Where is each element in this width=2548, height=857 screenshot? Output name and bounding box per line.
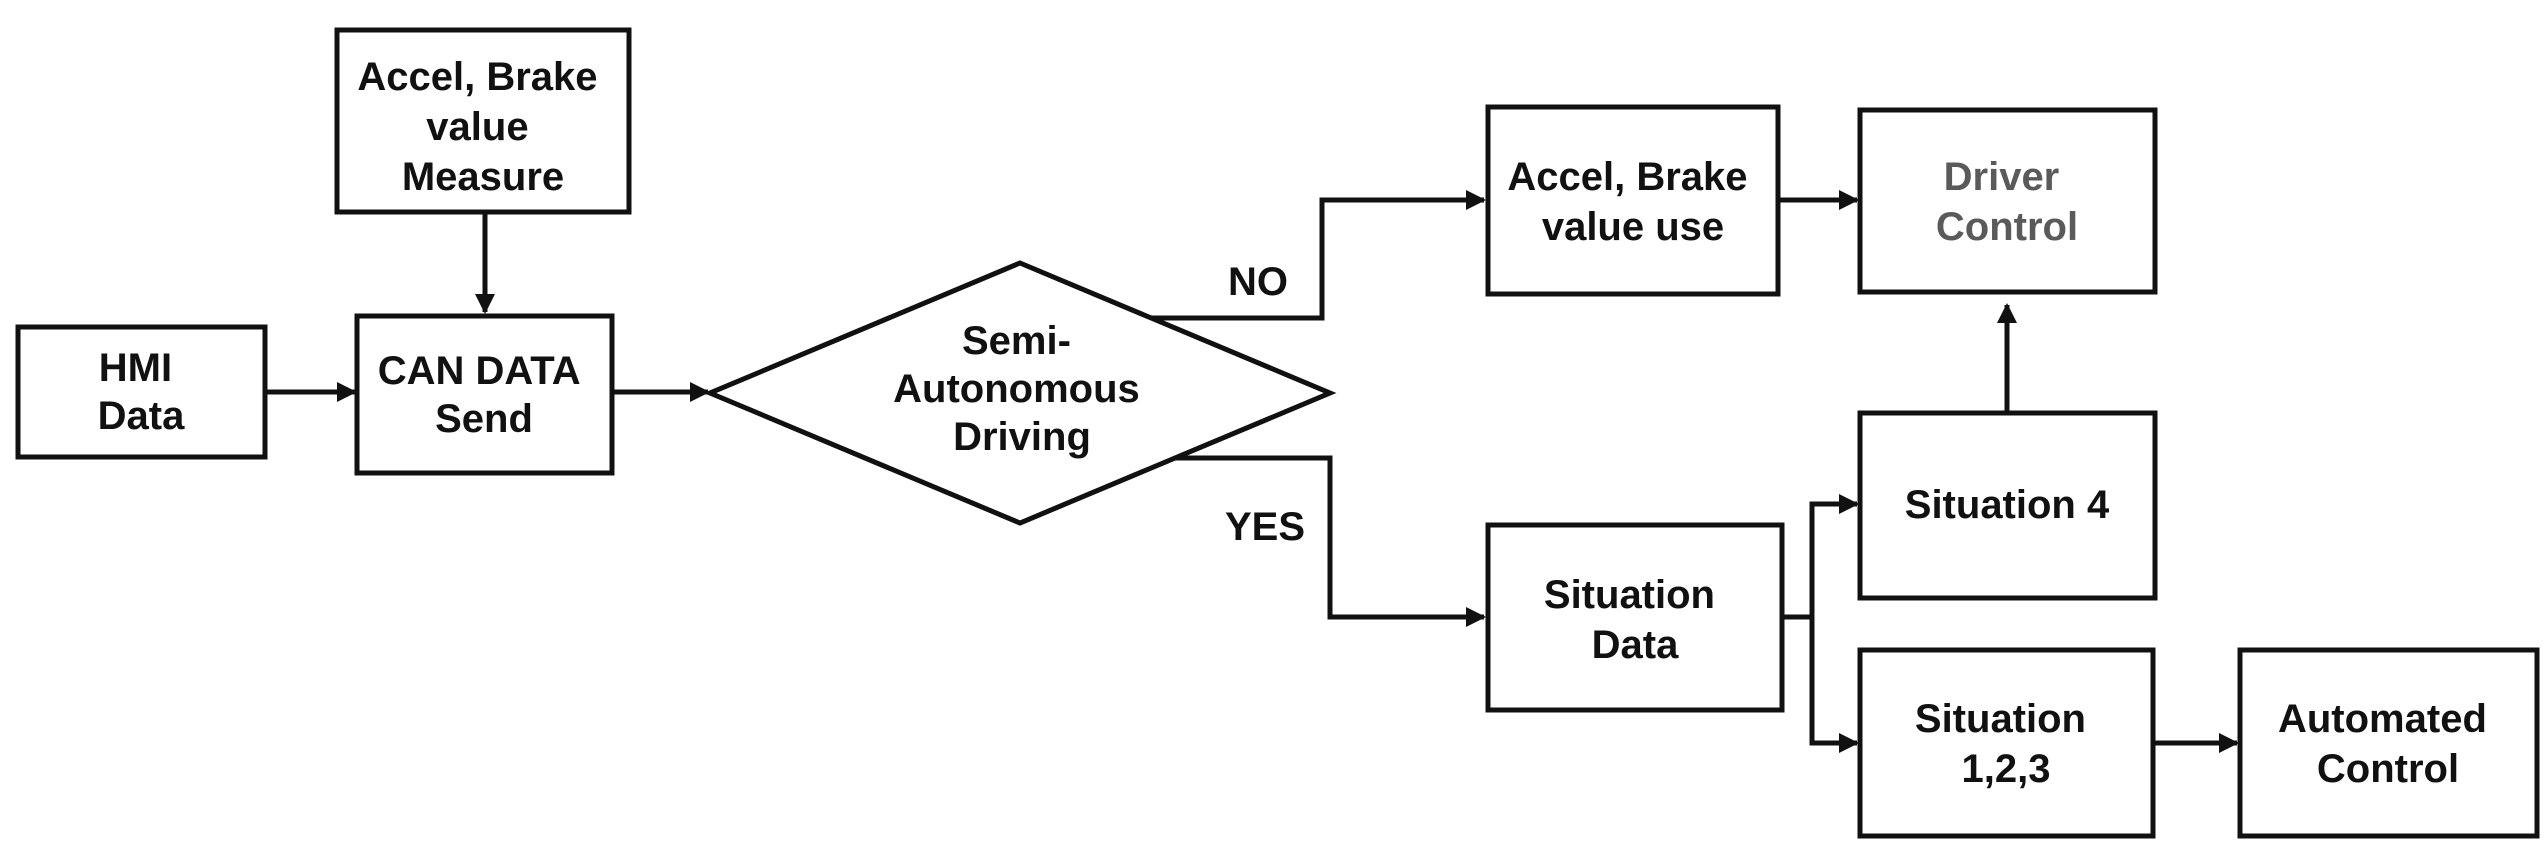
node-label-line: Data xyxy=(1592,623,1679,667)
node-label-line: Situation 4 xyxy=(1905,483,2110,527)
node-box-hmi-data xyxy=(15,324,268,460)
node-label-line: Control xyxy=(1936,205,2078,249)
node-label-driver-control: Driver Control xyxy=(1936,155,2078,249)
node-label-situation-4: Situation 4 xyxy=(1905,483,2110,527)
node-label-line: Control xyxy=(2317,747,2459,791)
node-label-line: Driver xyxy=(1944,155,2060,199)
node-label-line: CAN DATA xyxy=(378,349,580,393)
node-box-automated-control xyxy=(2237,647,2540,839)
node-label-line: Data xyxy=(98,394,185,438)
edge-decision-yes xyxy=(1165,455,1486,627)
edge-label-no: NO xyxy=(1228,260,1288,304)
node-box-can-data-send xyxy=(354,313,615,476)
node-label-line: value use xyxy=(1542,205,1724,249)
node-box-situation-4 xyxy=(1857,410,2158,601)
edge-situation-data-to-situation-123 xyxy=(1809,617,1859,753)
node-label-line: Semi- xyxy=(962,319,1071,363)
node-label-line: HMI xyxy=(99,346,172,390)
node-label-line: Driving xyxy=(953,415,1091,459)
node-box-accel-brake-measure xyxy=(334,27,632,215)
node-label-situation-data: Situation Data xyxy=(1544,573,1726,667)
node-label-line: Measure xyxy=(402,155,564,199)
node-box-situation-data xyxy=(1485,522,1785,713)
node-label-can-data-send: CAN DATA Send xyxy=(378,349,591,441)
edge-situation-data-to-situation-4 xyxy=(1782,494,1859,620)
node-label-line: Send xyxy=(435,397,533,441)
node-label-line: Autonomous xyxy=(893,367,1140,411)
node-label-line: Situation xyxy=(1544,573,1715,617)
node-label-semi-autonomous-driving: Semi- Autonomous Driving xyxy=(893,319,1151,459)
node-label-accel-brake-measure: Accel, Brake value Measure xyxy=(357,55,608,199)
node-label-accel-brake-use: Accel, Brake value use xyxy=(1507,155,1758,249)
node-label-situation-123: Situation 1,2,3 xyxy=(1915,697,2097,791)
node-box-accel-brake-use xyxy=(1485,104,1781,297)
node-label-hmi-data: HMI Data xyxy=(98,346,185,438)
node-label-line: Automated xyxy=(2278,697,2487,741)
node-diamond-semi-autonomous-driving xyxy=(703,260,1337,526)
edge-label-yes: YES xyxy=(1225,505,1305,549)
node-label-line: Accel, Brake xyxy=(1507,155,1747,199)
node-label-line: 1,2,3 xyxy=(1962,747,2051,791)
node-box-situation-123 xyxy=(1857,647,2156,839)
node-label-line: value xyxy=(426,105,528,149)
edge-decision-no xyxy=(1150,190,1486,321)
node-label-line: Accel, Brake xyxy=(357,55,597,99)
node-box-driver-control xyxy=(1857,107,2158,295)
node-label-line: Situation xyxy=(1915,697,2086,741)
node-label-automated-control: Automated Control xyxy=(2278,697,2498,791)
